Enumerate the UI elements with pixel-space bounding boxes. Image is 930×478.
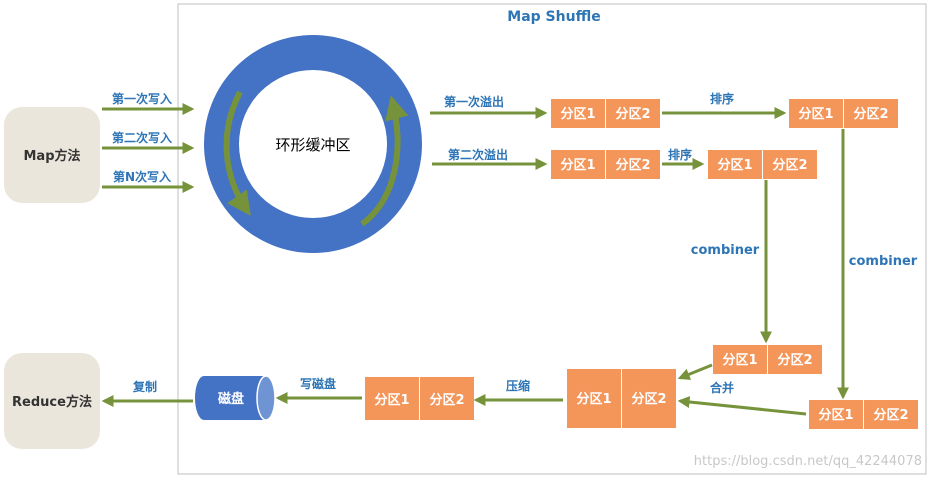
- reduce-method-label: Reduce方法: [12, 394, 92, 410]
- partition-label: 分区2: [631, 391, 666, 407]
- partition-label: 分区2: [873, 407, 908, 423]
- combiner-label-2: combiner: [849, 254, 918, 269]
- diagram-title: Map Shuffle: [507, 9, 600, 25]
- spill2-partitions: 分区1 分区2: [551, 150, 660, 179]
- partition-box: [606, 150, 660, 179]
- partition-box: [420, 377, 474, 420]
- shuffle-frame: [177, 3, 927, 475]
- partition-box: [789, 99, 843, 128]
- partition-label: 分区1: [374, 392, 409, 408]
- partition-box: [708, 150, 762, 179]
- combined2-partitions: 分区1 分区2: [809, 400, 918, 429]
- sorted2-partitions: 分区1 分区2: [708, 150, 817, 179]
- map-method-box: [4, 107, 100, 203]
- partition-box: [864, 400, 918, 429]
- partition-box: [763, 150, 817, 179]
- merged-partitions: 分区1 分区2: [567, 369, 676, 428]
- partition-box: [622, 369, 676, 428]
- partition-label: 分区1: [560, 157, 595, 173]
- sort-label-2: 排序: [668, 147, 692, 162]
- disk-right-cap: [256, 375, 276, 421]
- write-label-2: 第二次写入: [112, 130, 172, 145]
- combiner-label-1: combiner: [691, 243, 760, 258]
- partition-box: [768, 345, 822, 374]
- partition-label: 分区2: [772, 157, 807, 173]
- watermark-text: https://blog.csdn.net/qq_42244078: [694, 454, 922, 469]
- partition-label: 分区1: [576, 391, 611, 407]
- rotation-arrow-right-icon: [360, 95, 409, 227]
- merge-label: 合并: [710, 380, 734, 395]
- compressed-partitions: 分区1 分区2: [365, 377, 474, 420]
- merge-arrow-1: [677, 363, 713, 380]
- spill-label-2: 第二次溢出: [448, 147, 508, 162]
- combined1-partitions: 分区1 分区2: [713, 345, 822, 374]
- partition-box: [365, 377, 419, 420]
- disk-body: [204, 376, 266, 420]
- partition-box: [606, 99, 660, 128]
- partition-box: [551, 99, 605, 128]
- partition-label: 分区2: [777, 352, 812, 368]
- write-label-3: 第N次写入: [113, 169, 171, 184]
- reduce-method-box: [4, 353, 100, 449]
- partition-box: [551, 150, 605, 179]
- partition-box: [567, 369, 621, 428]
- rotation-arrow-left-icon: [223, 90, 251, 216]
- partition-label: 分区1: [722, 352, 757, 368]
- partition-label: 分区1: [717, 157, 752, 173]
- spill1-partitions: 分区1 分区2: [551, 99, 660, 128]
- partition-label: 分区1: [818, 407, 853, 423]
- disk-left-cap: [195, 376, 213, 420]
- ring-buffer-hole: [239, 70, 387, 218]
- ring-buffer-label: 环形缓冲区: [275, 136, 350, 154]
- write-disk-label: 写磁盘: [300, 376, 336, 391]
- map-method-label: Map方法: [23, 148, 80, 164]
- compress-label: 压缩: [506, 378, 530, 393]
- sort-label-1: 排序: [710, 91, 734, 106]
- partition-label: 分区2: [615, 106, 650, 122]
- partition-box: [844, 99, 898, 128]
- partition-label: 分区2: [615, 157, 650, 173]
- merge-arrow-2: [677, 396, 807, 416]
- sorted1-partitions: 分区1 分区2: [789, 99, 898, 128]
- disk-cylinder-icon: 磁盘: [195, 375, 276, 421]
- partition-label: 分区1: [798, 106, 833, 122]
- partition-label: 分区2: [429, 392, 464, 408]
- disk-label: 磁盘: [218, 391, 244, 407]
- spill-label-1: 第一次溢出: [444, 94, 504, 109]
- partition-box: [713, 345, 767, 374]
- partition-box: [809, 400, 863, 429]
- write-label-1: 第一次写入: [112, 91, 172, 106]
- copy-label: 复制: [132, 379, 157, 394]
- partition-label: 分区2: [853, 106, 888, 122]
- partition-label: 分区1: [560, 106, 595, 122]
